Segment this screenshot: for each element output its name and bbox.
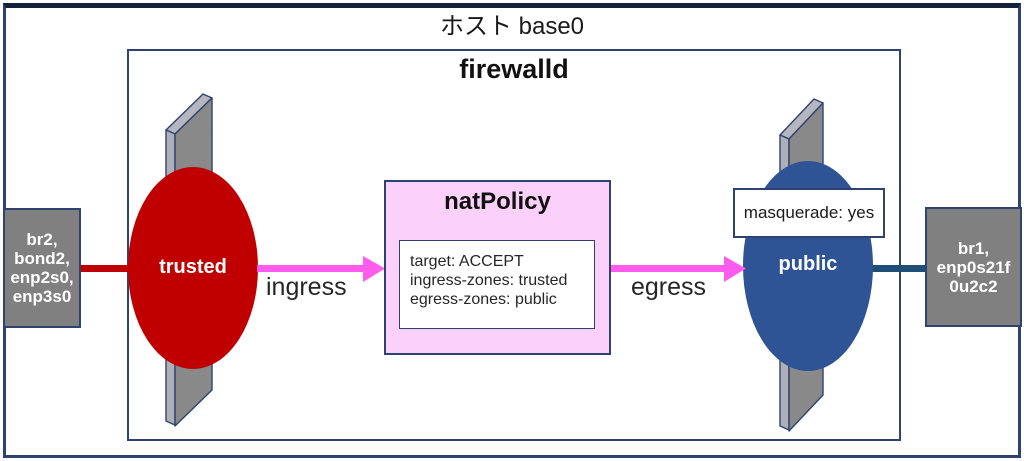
interface-name: br1, [957, 238, 990, 258]
egress-arrow [611, 256, 746, 282]
ingress-arrow [257, 256, 385, 282]
interface-name: enp3s0 [12, 287, 72, 306]
policy-setting-egress-zones: egress-zones: public [410, 291, 557, 308]
masquerade-setting-box: masquerade: yes [733, 188, 885, 238]
host-title: ホスト base0 [439, 13, 585, 40]
right-interface-link [850, 265, 926, 272]
interface-name: enp0s21f [936, 257, 1011, 277]
public-zone-label: public [778, 253, 838, 275]
trusted-zone-ellipse [128, 167, 258, 369]
firewalld-box [127, 49, 901, 441]
ingress-label: ingress [266, 273, 347, 301]
policy-setting-ingress-zones: ingress-zones: trusted [410, 272, 568, 289]
masquerade-setting-label: masquerade: yes [743, 203, 875, 222]
egress-label: egress [631, 273, 707, 301]
firewalld-title: firewalld [459, 54, 569, 84]
left-interfaces-box: br2, bond2, enp2s0, enp3s0 [3, 208, 81, 328]
interface-name: br2, [26, 230, 58, 249]
natpolicy-title: natPolicy [444, 188, 551, 215]
natpolicy-box: natPolicy target: ACCEPT ingress-zones: … [384, 180, 611, 355]
interface-name: bond2, [14, 249, 70, 268]
interface-name: enp2s0, [10, 268, 74, 287]
policy-setting-target: target: ACCEPT [410, 253, 524, 270]
right-interfaces-box: br1, enp0s21f 0u2c2 [925, 207, 1022, 327]
natpolicy-settings-box: target: ACCEPT ingress-zones: trusted eg… [399, 240, 595, 329]
interface-name: 0u2c2 [949, 276, 998, 296]
left-interface-link [81, 265, 163, 272]
trusted-zone-label: trusted [159, 256, 227, 278]
